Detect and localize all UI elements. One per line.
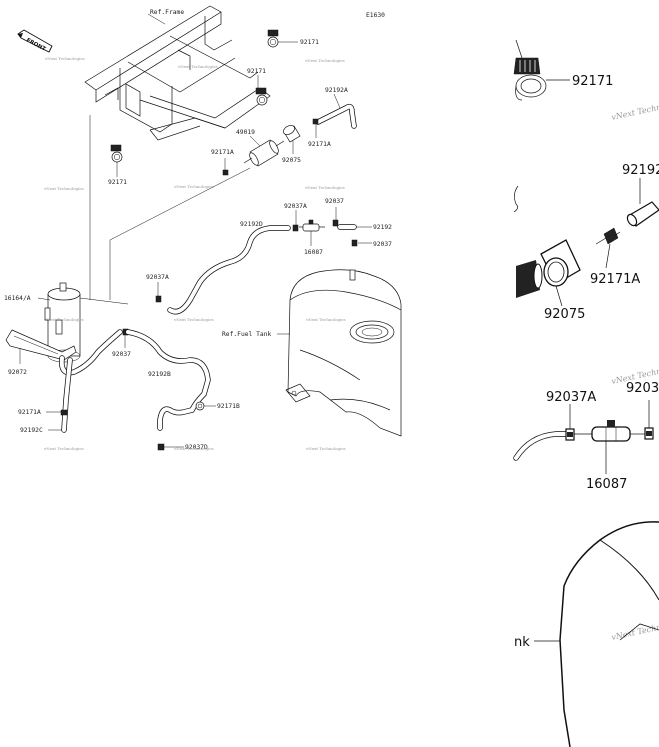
label-92037-right: 92037	[373, 241, 392, 248]
svg-text:vNext Technologies: vNext Technologies	[173, 317, 214, 322]
zoom-clamp-92171a	[595, 227, 621, 269]
svg-text:vNext Technologies: vNext Technologies	[304, 185, 345, 190]
ref-frame-label: Ref.Frame	[150, 9, 184, 16]
label-16087: 16087	[304, 249, 323, 256]
watermarks-small: vNext Technologies vNext Technologies vN…	[43, 56, 346, 451]
clip-92037a-top	[292, 210, 299, 232]
svg-text:vNext Technologies: vNext Technologies	[177, 64, 218, 69]
clamp-92171a-low	[46, 409, 68, 416]
svg-text:vNext Technologies: vNext Technologies	[43, 186, 84, 191]
zoom-label-tank: nk	[514, 635, 530, 650]
label-92171-mid: 92171	[247, 68, 266, 75]
clamp-92171b	[195, 401, 216, 411]
clamp-92171-mid	[255, 75, 268, 106]
label-92192b: 92192B	[148, 371, 171, 378]
zoom-collar-92075	[516, 239, 581, 307]
zoom-watermark-1: vNext Technologies	[611, 97, 659, 122]
label-92171b: 92171B	[217, 403, 240, 410]
clamp-92171a-mid	[222, 158, 229, 176]
collar-92075	[283, 125, 301, 154]
diagram-code: E1630	[366, 12, 385, 19]
label-92037d: 92037D	[185, 444, 208, 451]
hose-92192a	[315, 103, 357, 129]
fuel-filter-49019	[243, 135, 285, 167]
bracket-92072	[5, 329, 77, 364]
zoom-fuel-tank	[534, 521, 659, 747]
hose-92192d	[167, 225, 291, 315]
fuel-tank	[285, 269, 402, 437]
zoom-label-92171a: 92171A	[590, 272, 640, 287]
valve-16087	[299, 219, 325, 246]
zoom-label-92192: 92192	[622, 163, 659, 178]
zoom-hose-92192	[626, 178, 659, 227]
clamp-92171-left	[110, 144, 123, 177]
label-49019: 49019	[236, 129, 255, 136]
label-92037a-left: 92037A	[146, 274, 169, 281]
svg-text:vNext Technologies: vNext Technologies	[304, 58, 345, 63]
label-92037a-top: 92037A	[284, 203, 307, 210]
label-92171a-top: 92171A	[308, 141, 331, 148]
label-92192c: 92192C	[20, 427, 43, 434]
svg-text:vNext Technologies: vNext Technologies	[173, 446, 214, 451]
label-92192d: 92192D	[240, 221, 263, 228]
canister-16164a	[37, 282, 129, 363]
zoom-watermark-3: vNext Technologies	[611, 617, 659, 642]
zoom-clamp-92171	[513, 39, 570, 101]
label-16164a: 16164/A	[4, 295, 31, 302]
zoom-label-92037a: 92037A	[546, 390, 596, 405]
svg-text:vNext Technologies: vNext Technologies	[43, 446, 84, 451]
clip-92037a-left	[155, 282, 162, 303]
zoom-label-16087: 16087	[586, 477, 627, 492]
label-92075: 92075	[282, 157, 301, 164]
clip-92037-top	[332, 207, 339, 227]
zoom-label-92171: 92171	[572, 74, 613, 89]
clamp-92171a-top	[312, 118, 319, 138]
svg-text:vNext Technologies: vNext Technologies	[305, 317, 346, 322]
frame-assembly	[84, 5, 271, 141]
svg-text:vNext Technologies: vNext Technologies	[43, 317, 84, 322]
zoom-label-9203: 9203	[626, 381, 659, 396]
clip-92037d	[157, 443, 184, 451]
label-92192: 92192	[373, 224, 392, 231]
label-92192a: 92192A	[325, 87, 348, 94]
svg-text:vNext Technologies: vNext Technologies	[173, 184, 214, 189]
label-92171a-mid: 92171A	[211, 149, 234, 156]
label-92037-mid: 92037	[112, 351, 131, 358]
zoom-valve-assembly	[513, 400, 654, 474]
label-92037-top: 92037	[325, 198, 344, 205]
clip-92037-right	[351, 239, 372, 247]
svg-text:vNext Technologies: vNext Technologies	[305, 446, 346, 451]
zoom-label-92075: 92075	[544, 307, 585, 322]
leader-line-2	[109, 167, 251, 241]
clamp-92171-top	[267, 29, 298, 48]
front-arrow-badge: FRONT	[17, 29, 53, 53]
label-92171a-low: 92171A	[18, 409, 41, 416]
zoom-hose-fragment	[513, 185, 519, 213]
hose-92192b	[125, 329, 211, 431]
label-92072: 92072	[8, 369, 27, 376]
label-92171-top: 92171	[300, 39, 319, 46]
svg-text:vNext Technologies: vNext Technologies	[44, 56, 85, 61]
ref-fuel-tank-label: Ref.Fuel Tank	[222, 331, 271, 338]
label-92171-left: 92171	[108, 179, 127, 186]
